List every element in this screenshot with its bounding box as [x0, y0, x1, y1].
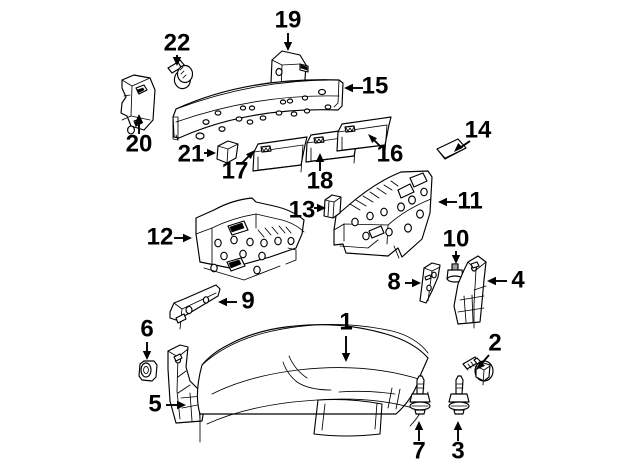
callout-arrowhead-15: [344, 83, 353, 93]
part-bumper-reinforcement-bar[interactable]: [172, 79, 344, 141]
callout-leaders: [134, 33, 507, 441]
part-energy-absorber-pad-a[interactable]: [252, 136, 308, 173]
callout-number-18[interactable]: 18: [307, 167, 334, 194]
callout-arrowhead-16: [368, 134, 377, 143]
part-impact-bracket-left[interactable]: [120, 74, 156, 135]
part-rear-bumper-cover[interactable]: [196, 324, 429, 443]
callout-leader-17: [241, 155, 250, 164]
callout-number-11[interactable]: 11: [457, 187, 482, 214]
callout-arrowhead-13: [317, 203, 326, 213]
callout-number-20[interactable]: 20: [126, 130, 153, 157]
callout-number-10[interactable]: 10: [443, 225, 470, 252]
callout-arrowhead-19: [283, 42, 293, 51]
callout-number-15[interactable]: 15: [362, 72, 389, 99]
callout-arrowhead-5: [177, 400, 186, 410]
callout-arrowhead-10: [451, 255, 461, 264]
callout-number-17[interactable]: 17: [222, 157, 249, 184]
callout-number-22[interactable]: 22: [164, 29, 191, 56]
callout-number-16[interactable]: 16: [377, 140, 404, 167]
callout-number-3[interactable]: 3: [451, 437, 464, 464]
callout-arrowhead-20: [134, 114, 144, 123]
callout-number-5[interactable]: 5: [148, 390, 161, 417]
callout-number-21[interactable]: 21: [178, 140, 205, 167]
callout-arrowhead-6: [142, 351, 152, 360]
part-side-retainer-right[interactable]: [453, 255, 487, 329]
part-bumper-absorber-right[interactable]: [333, 170, 433, 259]
callout-arrowhead-18: [315, 153, 325, 162]
part-bolt-flange[interactable]: [462, 356, 494, 386]
callout-arrowhead-8: [412, 278, 421, 288]
callout-arrowhead-17: [246, 150, 255, 159]
callout-arrowhead-12: [183, 233, 192, 243]
part-spacer-block[interactable]: [323, 194, 342, 219]
callout-arrowhead-2: [476, 361, 485, 370]
callout-number-7[interactable]: 7: [412, 437, 425, 464]
callout-number-4[interactable]: 4: [511, 266, 525, 293]
callout-leader-16: [373, 139, 382, 148]
part-grommet[interactable]: [138, 360, 158, 382]
callout-number-9[interactable]: 9: [241, 287, 254, 314]
part-push-pin-clip-3[interactable]: [448, 375, 470, 415]
callout-arrowhead-11: [438, 197, 447, 207]
callout-number-19[interactable]: 19: [275, 6, 302, 33]
part-push-pin-clip-7[interactable]: [409, 375, 431, 415]
callout-number-12[interactable]: 12: [147, 223, 174, 250]
callout-leader-14: [460, 140, 471, 148]
part-reinforcement-strip[interactable]: [169, 284, 221, 330]
callout-number-8[interactable]: 8: [387, 268, 400, 295]
callout-arrowhead-22: [172, 57, 182, 66]
part-pad-rect[interactable]: [436, 138, 467, 160]
callout-arrowhead-14: [454, 143, 463, 152]
callout-arrowhead-4: [487, 276, 496, 286]
callout-number-2[interactable]: 2: [488, 329, 501, 356]
callout-arrowhead-21: [207, 148, 216, 158]
part-bracket-small[interactable]: [419, 262, 441, 304]
part-bumper-absorber-left[interactable]: [195, 197, 305, 281]
callout-leader-2: [480, 354, 490, 365]
callout-number-6[interactable]: 6: [140, 315, 153, 342]
callout-number-13[interactable]: 13: [289, 196, 316, 223]
part-bumper-stopper[interactable]: [216, 140, 239, 164]
callout-arrowhead-3: [453, 421, 463, 430]
callout-arrowhead-9: [218, 297, 227, 307]
callout-arrowhead-7: [414, 421, 424, 430]
callout-number-14[interactable]: 14: [465, 116, 492, 143]
callout-number-1[interactable]: 1: [339, 308, 352, 335]
part-bolt-hex[interactable]: [167, 59, 194, 90]
callout-arrowhead-1: [341, 353, 351, 362]
